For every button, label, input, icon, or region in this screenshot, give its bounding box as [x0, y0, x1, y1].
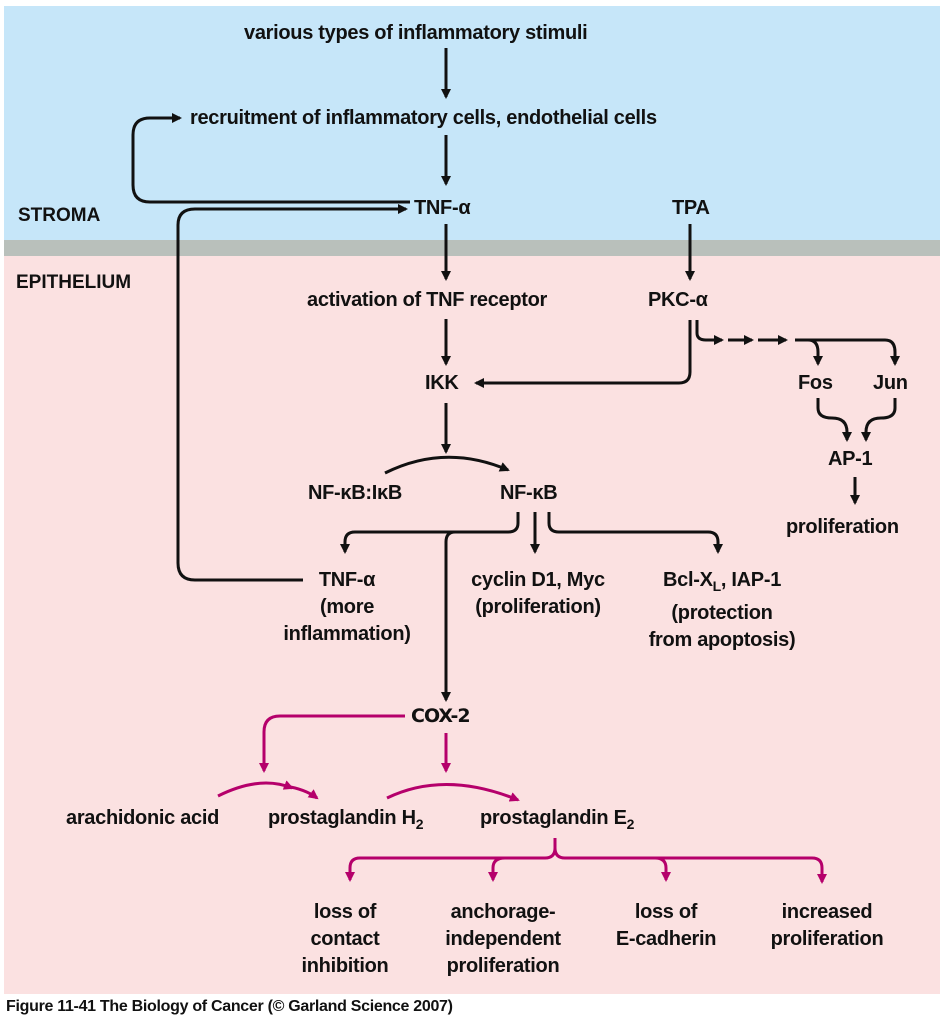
arrow-pge2-anchorage: [488, 856, 506, 882]
node-arachidonic-acid: arachidonic acid: [66, 807, 220, 829]
node-nfkb: NF-κB: [500, 482, 558, 504]
cyclin-line1: cyclin D1, Myc: [471, 569, 605, 591]
node-ap1: AP-1: [828, 448, 873, 470]
node-nfkb-ikb: NF-κB:IκB: [308, 482, 403, 504]
bcl-line3: from apoptosis): [648, 629, 796, 651]
node-cox2: COX-2: [411, 705, 471, 727]
node-tnf-alpha: TNF-α: [414, 197, 471, 219]
cyclin-line2: (proliferation): [475, 596, 601, 618]
arrow-aa-pgh2: [217, 780, 294, 798]
arrow-aa-pgh2-b: [284, 784, 319, 800]
stroma-label: STROMA: [18, 205, 101, 226]
arrow-jun-ap1: [861, 398, 897, 442]
outcome-line: loss of: [634, 901, 698, 923]
arrow-nfkb-bcl: [547, 512, 723, 554]
outcome-line: proliferation: [446, 955, 560, 977]
arrow-pkc-cascade: [695, 320, 724, 345]
outcome-line: inhibition: [301, 955, 389, 977]
node-cyclin-myc: cyclin D1, Myc (proliferation): [458, 567, 618, 621]
node-tnf-receptor: activation of TNF receptor: [307, 289, 548, 311]
arrow-pge2-ecad: [654, 856, 671, 882]
tnf-out-line2: (more: [319, 596, 375, 618]
node-pge2: prostaglandin E2: [480, 805, 634, 838]
pgh2-text: prostaglandin H: [268, 807, 416, 829]
node-ikk: IKK: [425, 372, 459, 394]
arrow-cox2-left: [259, 714, 405, 773]
node-fos: Fos: [798, 372, 833, 394]
outcome-line: contact: [310, 928, 380, 950]
node-pkc-alpha: PKC-α: [648, 289, 708, 311]
arrow-cascade-fos: [795, 338, 823, 366]
pge2-text: prostaglandin E: [480, 807, 627, 829]
outcome-e-cadherin: loss of E-cadherin: [606, 899, 726, 953]
outcome-line: independent: [445, 928, 561, 950]
bcl-pre: Bcl-X: [662, 569, 713, 591]
node-tpa: TPA: [672, 197, 710, 219]
outcome-line: loss of: [313, 901, 377, 923]
node-stimuli: various types of inflammatory stimuli: [244, 22, 588, 44]
outcome-line: anchorage-: [450, 901, 556, 923]
arrow-cascade-jun: [808, 338, 900, 366]
arrow-nfkbikb-nfkb: [384, 455, 510, 475]
arrow-tnf-out-to-tnf: [176, 204, 408, 582]
outcome-line: increased: [781, 901, 873, 923]
bcl-line2: (protection: [671, 602, 773, 624]
arrow-pkc-ikk: [474, 320, 692, 388]
outcome-increased-proliferation: increased proliferation: [756, 899, 898, 953]
epithelium-region: [4, 256, 940, 994]
tnf-out-line1: TNF-α: [318, 569, 376, 591]
arrow-pge2-contact: [345, 847, 557, 882]
pge2-sub: 2: [626, 816, 635, 832]
bcl-sub: L: [712, 578, 722, 594]
outcome-line: E-cadherin: [615, 928, 717, 950]
outcome-anchorage-independent: anchorage- independent proliferation: [428, 899, 578, 980]
arrow-nfkb-cox2: [441, 530, 456, 702]
arrow-pge2-bracket: [553, 838, 824, 880]
node-ap1-proliferation: proliferation: [786, 516, 899, 538]
outcome-line: proliferation: [770, 928, 884, 950]
pgh2-sub: 2: [415, 816, 424, 832]
node-tnf-more-inflammation: TNF-α (more inflammation): [262, 567, 432, 648]
outcome-contact-inhibition: loss of contact inhibition: [280, 899, 410, 980]
arrow-nfkb-tnf: [340, 512, 520, 554]
figure-caption: Figure 11-41 The Biology of Cancer (© Ga…: [6, 998, 453, 1015]
arrow-fos-ap1: [816, 398, 852, 442]
epithelium-label: EPITHELIUM: [16, 272, 132, 293]
node-pgh2: prostaglandin H2: [268, 805, 424, 838]
tnf-out-line3: inflammation): [283, 623, 411, 645]
node-bcl-xl-iap1: Bcl-XL, IAP-1 (protection from apoptosis…: [632, 567, 812, 654]
bcl-post: , IAP-1: [720, 569, 782, 591]
basement-membrane: [4, 240, 940, 256]
arrow-tnf-loop-recruitment: [131, 113, 410, 204]
bcl-line1: Bcl-XL, IAP-1: [632, 567, 812, 600]
node-jun: Jun: [873, 372, 908, 394]
arrow-pgh2-pge2: [386, 783, 520, 802]
node-recruitment: recruitment of inflammatory cells, endot…: [190, 107, 657, 129]
